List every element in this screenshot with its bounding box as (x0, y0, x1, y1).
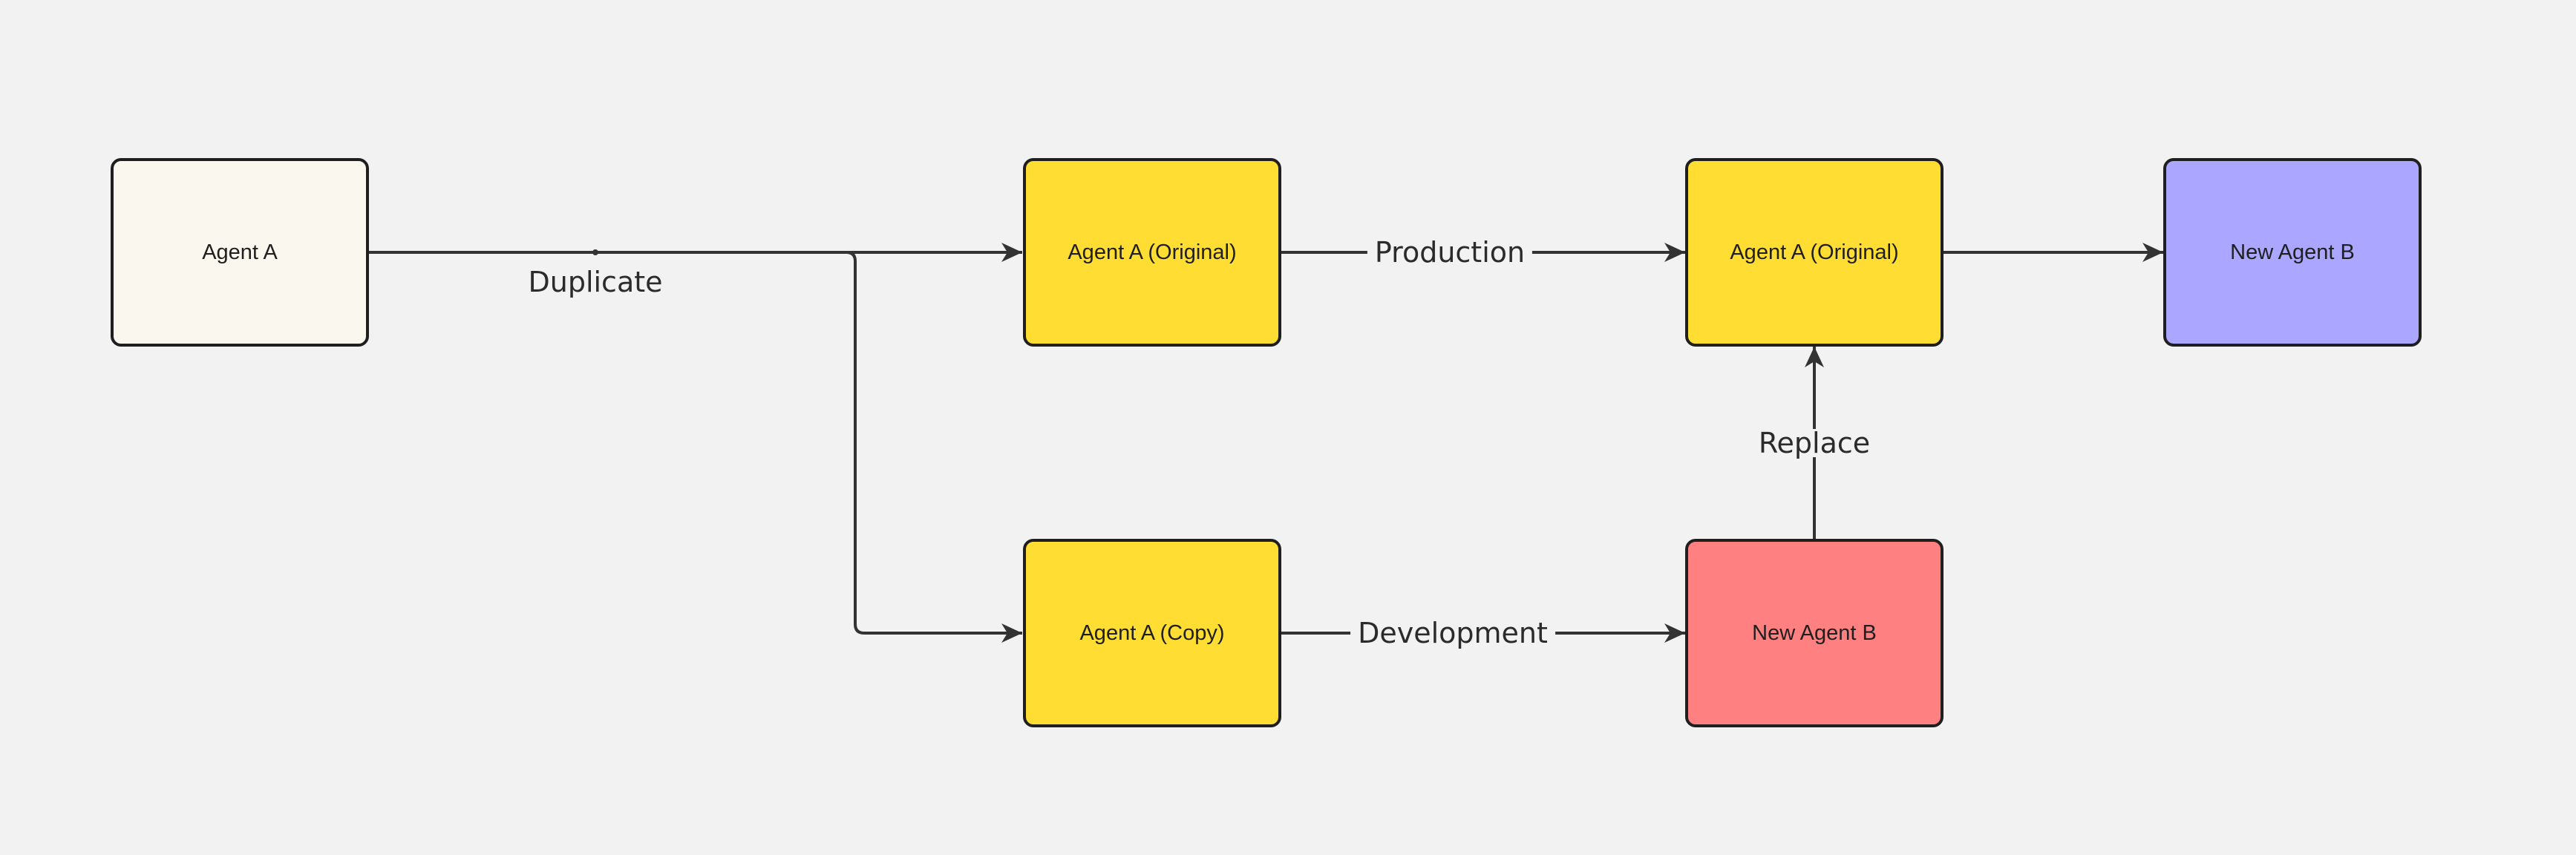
node-new-agent-b-dev[interactable]: New Agent B (1685, 539, 1944, 727)
edge-label-replace: Replace (1750, 429, 1878, 457)
node-agent-a-label: Agent A (202, 240, 278, 264)
edge-duplicate-to-copy (846, 251, 1022, 643)
node-agent-a-original-2[interactable]: Agent A (Original) (1685, 158, 1944, 347)
edge-label-development: Development (1350, 619, 1555, 647)
node-new-agent-b-final[interactable]: New Agent B (2163, 158, 2422, 347)
edge-label-production: Production (1367, 238, 1533, 266)
node-agent-a[interactable]: Agent A (111, 158, 369, 347)
node-agent-a-copy[interactable]: Agent A (Copy) (1023, 539, 1281, 727)
node-agent-a-original-1-label: Agent A (Original) (1068, 240, 1237, 264)
node-agent-a-original-2-label: Agent A (Original) (1730, 240, 1899, 264)
edge-label-duplicate: Duplicate (528, 266, 663, 298)
node-new-agent-b-dev-label: New Agent B (1752, 620, 1877, 645)
node-new-agent-b-final-label: New Agent B (2230, 240, 2355, 264)
edge-label-anchor-dot (592, 249, 598, 255)
node-agent-a-copy-label: Agent A (Copy) (1079, 620, 1225, 645)
node-agent-a-original-1[interactable]: Agent A (Original) (1023, 158, 1281, 347)
